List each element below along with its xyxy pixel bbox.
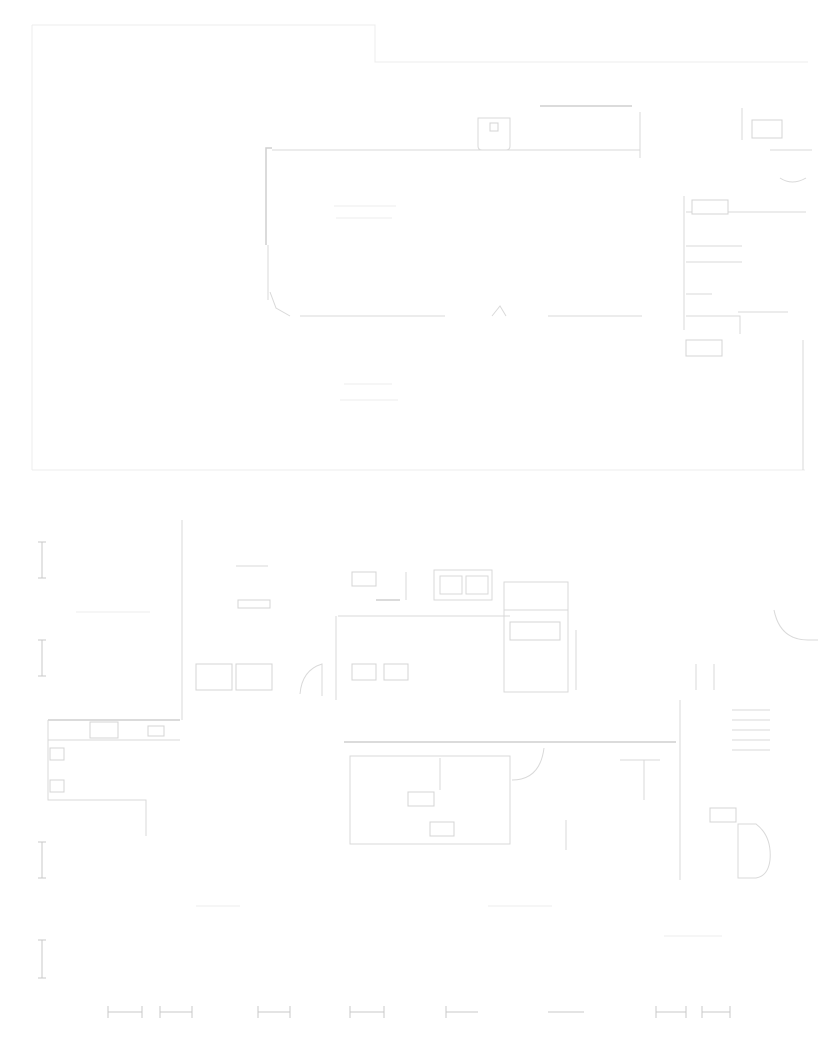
lower-right-fixture <box>709 807 737 823</box>
upper-room-label-b <box>340 383 398 401</box>
lower-bath-block <box>349 755 511 845</box>
lower-island-a <box>351 663 377 681</box>
vertical-dimension-marks <box>38 541 46 979</box>
upper-door-swing-mid <box>491 305 507 317</box>
lower-left-wall <box>47 720 147 836</box>
lower-floor-plan <box>47 520 818 937</box>
lower-pantry-unit <box>509 621 561 641</box>
lower-bath-fixture-b <box>429 821 455 837</box>
lower-bath-fixture-a <box>407 791 435 807</box>
lower-counter-appliance-a <box>89 721 119 739</box>
lower-left-fixture-b <box>49 779 65 793</box>
lower-door-arc <box>299 663 323 696</box>
lower-appliance-b <box>235 663 273 691</box>
lower-tub <box>737 823 771 879</box>
horizontal-dimension-marks <box>107 1006 731 1018</box>
lower-appliance-a <box>195 663 233 691</box>
upper-room-left-wall <box>265 147 272 245</box>
lower-range <box>351 571 377 587</box>
lower-pantry <box>503 581 569 693</box>
lower-door-swing-centre <box>511 747 545 781</box>
upper-right-fixtures <box>683 108 812 357</box>
upper-sink-basin <box>489 122 499 132</box>
lower-island-b <box>383 663 409 681</box>
upper-floor-plan <box>31 24 812 471</box>
lower-left-fixture-a <box>49 747 65 761</box>
lower-double-sink <box>433 569 493 601</box>
upper-sink-fixture <box>477 117 511 151</box>
lower-counter-appliance-b <box>147 725 165 737</box>
lower-stair <box>732 709 770 751</box>
lower-toilet <box>773 609 818 641</box>
lower-closet-shelf <box>237 599 271 609</box>
upper-outer-wall <box>32 24 808 63</box>
upper-room-label-a <box>334 205 396 219</box>
upper-door-swing-left <box>269 291 291 317</box>
